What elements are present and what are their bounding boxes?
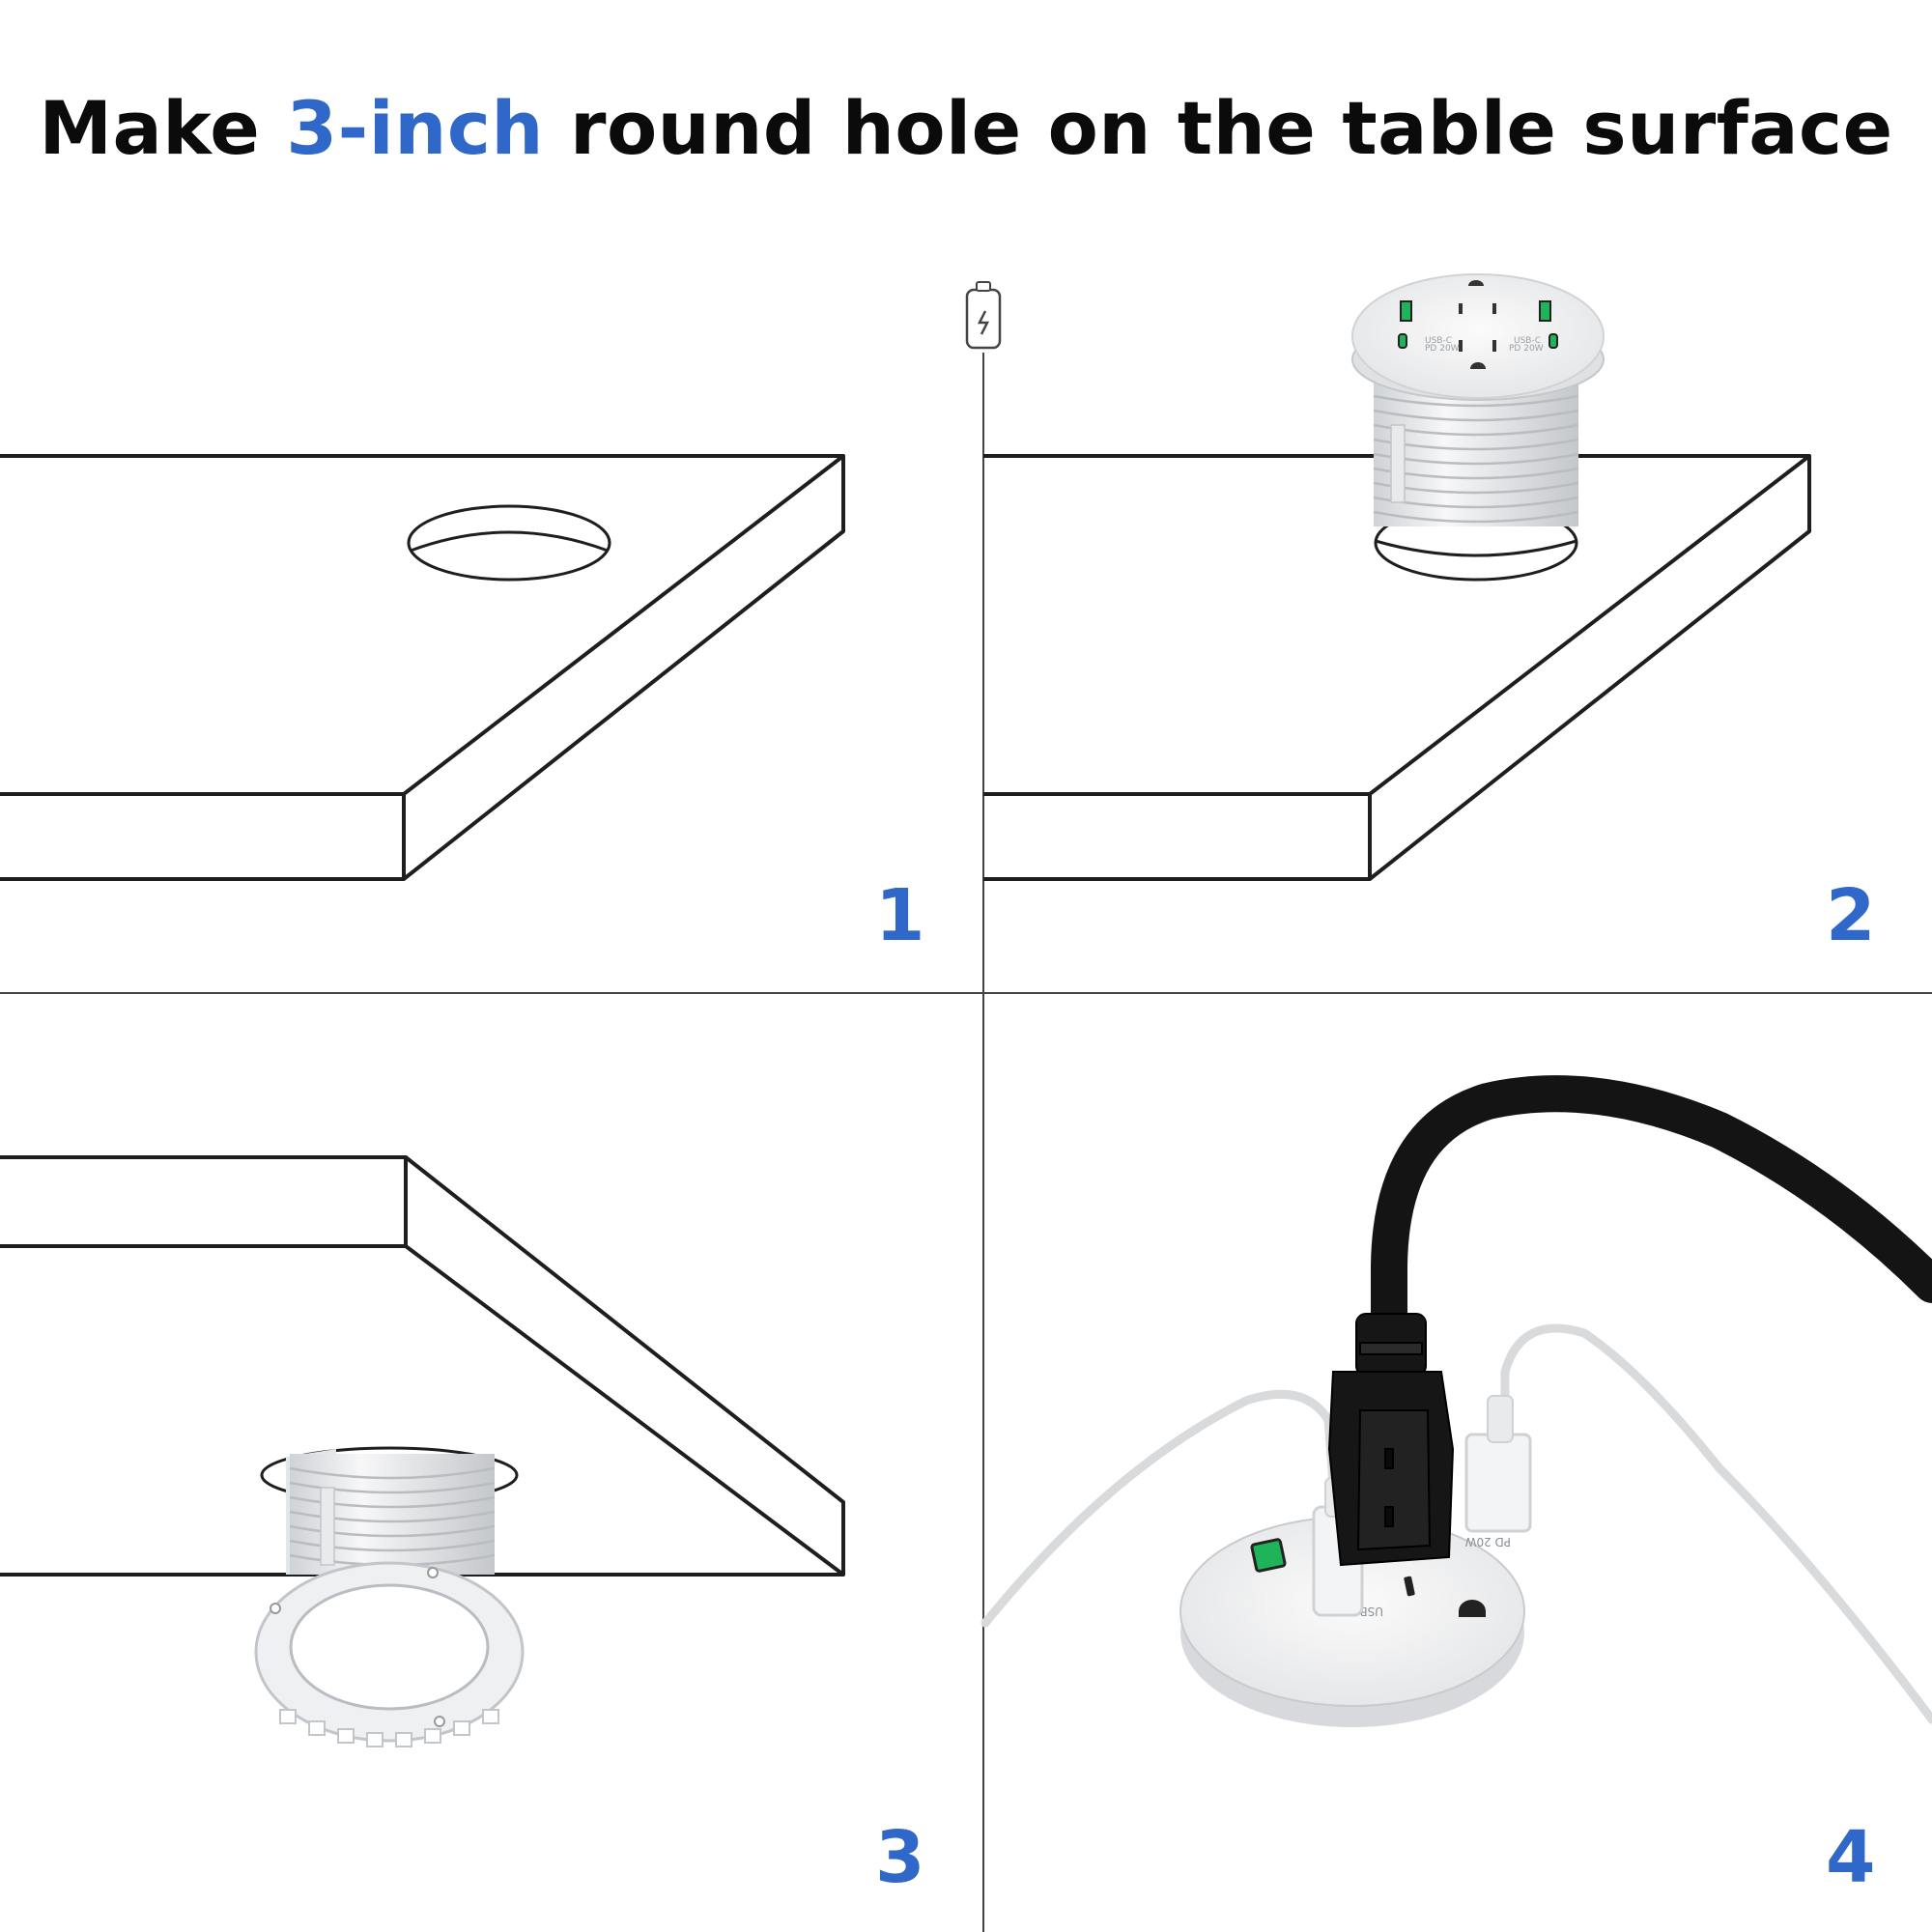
title-suffix: round hole on the table surface	[544, 85, 1893, 171]
usb-c-cable-left	[980, 1389, 1343, 1628]
usb-a-cable-right	[1500, 1323, 1932, 1724]
ground-hole-lower	[1470, 362, 1486, 369]
lightning-icon	[977, 310, 990, 335]
prong-slot-b	[1492, 303, 1496, 314]
step-number-4: 4	[1826, 1816, 1876, 1899]
lock-ring	[254, 1561, 525, 1747]
panel-4-installed-outlet: USB-C PD 20W	[980, 1075, 1932, 1727]
title-highlight: 3-inch	[286, 85, 544, 171]
charging-indicator-icon	[965, 288, 1002, 350]
charging-indicator-cap	[976, 281, 991, 292]
outlet-label-usbc-right: USB-C	[1514, 336, 1541, 346]
outlet-label-pd: PD 20W	[1464, 1535, 1511, 1548]
usb-a-plug	[1464, 1433, 1532, 1533]
step-number-2: 2	[1826, 874, 1876, 957]
power-cord	[1371, 1075, 1932, 1342]
table-inner-edge	[404, 1244, 845, 1577]
prong-slot-c	[1459, 340, 1463, 352]
table-front-edge	[402, 454, 845, 796]
step-number-3: 3	[875, 1816, 925, 1899]
power-plug	[1327, 1313, 1455, 1567]
table-top-outline	[983, 454, 1811, 881]
panel-3-threaded-body	[286, 1449, 496, 1575]
usb-c-port-right	[1548, 333, 1558, 349]
hole-inner-edge	[410, 530, 609, 553]
ring-hole-top	[427, 1567, 439, 1578]
table-side-outline	[0, 1155, 408, 1248]
panel-dividers	[0, 281, 1932, 1932]
title-prefix: Make	[39, 85, 287, 171]
usb-a-port	[1250, 1538, 1287, 1573]
prong-slot-d	[1492, 340, 1496, 352]
usb-c-port-left	[1398, 333, 1407, 349]
outlet-label-usbc-left: USB-C	[1425, 336, 1452, 346]
usb-a-port-left	[1400, 300, 1412, 322]
prong-slot-a	[1459, 303, 1463, 314]
page-title: Make 3-inch round hole on the table surf…	[0, 85, 1932, 171]
outlet-label-pd-left: PD 20W	[1425, 344, 1460, 354]
ground-hole	[1459, 1600, 1486, 1617]
outlet-top-face: USB-C PD 20W USB-C PD 20W	[1351, 273, 1605, 401]
table-top-outline	[0, 454, 845, 881]
table-front-edge	[1368, 454, 1811, 796]
thread-slot	[1390, 424, 1406, 503]
outlet-label-pd-right: PD 20W	[1509, 344, 1544, 354]
ring-hole-left	[270, 1603, 281, 1614]
ring-hole-bottom	[434, 1716, 445, 1727]
ground-hole-upper	[1468, 280, 1484, 286]
usb-a-port-right	[1539, 300, 1551, 322]
step-number-1: 1	[875, 874, 925, 957]
panel-1-table	[0, 454, 845, 881]
prong-slot-right	[1404, 1576, 1415, 1597]
hole-visible-rim	[1375, 539, 1577, 557]
hole-outer	[407, 504, 611, 582]
